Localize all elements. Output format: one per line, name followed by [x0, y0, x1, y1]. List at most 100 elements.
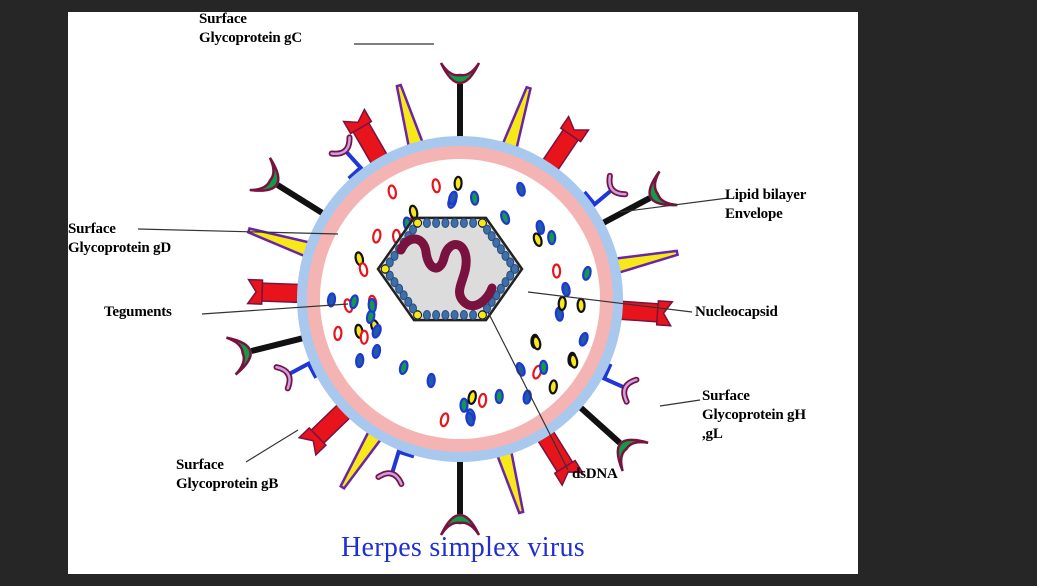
tegument-protein: [494, 388, 504, 405]
capsomere: [506, 257, 515, 268]
label-gd-line1: Surface: [68, 221, 116, 237]
tegument-protein: [333, 325, 343, 341]
capsomere: [385, 257, 394, 268]
tegument-protein: [398, 360, 409, 376]
tegument-protein: [359, 329, 369, 345]
label-gd-line2: Glycoprotein gD: [68, 240, 171, 256]
gh-cap-inner: [623, 378, 638, 403]
tegument-protein: [372, 228, 382, 244]
capsomere: [432, 218, 441, 228]
tegument-protein: [568, 353, 579, 369]
tegument-protein: [467, 390, 477, 405]
figure-panel: Surface Glycoprotein gC Surface Glycopro…: [68, 10, 858, 574]
label-lipid-line2: Envelope: [725, 206, 783, 222]
capsomere: [469, 218, 478, 228]
nucleocapsid: [376, 216, 524, 322]
tegument-protein: [582, 265, 592, 281]
tegument-protein: [367, 297, 377, 314]
leader-line: [137, 228, 339, 235]
label-gh-line1: Surface: [702, 388, 750, 404]
capsomere: [385, 270, 394, 281]
tegument-protein: [447, 190, 458, 206]
tegument-protein: [522, 389, 532, 405]
capsomere: [450, 310, 459, 320]
capsomere: [390, 250, 399, 261]
capsid-vertex-penton: [477, 218, 487, 228]
label-glycoprotein-gc: Surface Glycoprotein gC: [199, 10, 302, 48]
tegument-protein: [426, 372, 436, 389]
capsomere: [483, 303, 491, 314]
tegument-protein: [326, 292, 337, 308]
gb-tip: [297, 426, 327, 457]
capsomere: [422, 218, 431, 228]
tegument-protein: [371, 343, 382, 359]
capsomere: [496, 244, 505, 255]
capsomeres: [380, 218, 520, 320]
tegument-protein: [547, 230, 557, 246]
glycoprotein-spike-gC: [439, 432, 481, 536]
gb-tip: [553, 459, 584, 487]
tegument-protein: [535, 219, 546, 235]
capsomere: [450, 218, 459, 228]
gc-stalk: [457, 432, 463, 514]
gc-head: [225, 336, 252, 376]
gb-tip: [246, 278, 264, 305]
gh-cap-inner: [377, 472, 403, 486]
tegument-protein: [561, 281, 571, 297]
tegument-proteins: [326, 175, 592, 428]
capsomere: [501, 250, 510, 261]
gh-cap-inner: [330, 136, 351, 156]
tegument-protein: [551, 263, 562, 279]
tegument-protein: [532, 232, 543, 248]
label-glycoprotein-gb: Surface Glycoprotein gB: [176, 456, 278, 494]
tegument-protein: [477, 392, 488, 408]
capsomere: [483, 224, 491, 235]
capsomere: [432, 310, 441, 320]
tegument-protein: [349, 294, 359, 310]
capsomere: [469, 310, 478, 320]
capsomere: [506, 270, 515, 281]
capsomere: [399, 290, 408, 301]
leader-line: [487, 311, 569, 471]
gc-head: [616, 438, 649, 472]
herpes-virus-diagram: [137, 43, 729, 536]
leader-line: [619, 197, 729, 213]
tegument-protein: [576, 297, 586, 313]
capsid-vertex-penton: [413, 218, 423, 228]
gb-tip: [342, 107, 373, 135]
gc-head: [439, 62, 481, 85]
label-gc-line2: Glycoprotein gC: [199, 30, 302, 46]
label-leader-lines: [137, 43, 729, 471]
capsomere: [395, 283, 404, 294]
capsomere: [422, 310, 431, 320]
capsomere: [459, 310, 468, 320]
dsdna-strand: [396, 234, 497, 311]
leader-line: [659, 399, 701, 407]
label-gb-line2: Glycoprotein gB: [176, 476, 279, 492]
capsomere: [390, 277, 399, 288]
label-dsdna-text: dsDNA: [572, 466, 618, 482]
label-glycoprotein-gh-gl: Surface Glycoprotein gH ,gL: [702, 387, 806, 444]
tegument-protein: [548, 379, 558, 395]
tegument-protein: [387, 184, 398, 200]
tegument-protein: [531, 335, 542, 351]
label-nucleocapsid-text: Nucleocapsid: [695, 304, 778, 320]
gc-head: [439, 513, 481, 536]
tegument-protein: [371, 323, 382, 339]
tegument-protein: [358, 262, 369, 278]
tegument-protein: [516, 181, 526, 197]
capsomere: [441, 218, 450, 228]
gc-head: [648, 170, 678, 207]
capsomere: [496, 283, 505, 294]
capsomere: [404, 296, 413, 307]
label-gb-line1: Surface: [176, 457, 224, 473]
label-gc-line1: Surface: [199, 11, 247, 27]
tegument-protein: [538, 359, 549, 375]
leader-line: [201, 303, 349, 315]
capsomere: [409, 303, 417, 314]
capsomere: [487, 231, 496, 242]
leader-line: [527, 291, 693, 313]
tegument-protein: [578, 331, 589, 347]
tegument-protein: [431, 178, 441, 194]
label-teguments-text: Teguments: [104, 304, 172, 320]
